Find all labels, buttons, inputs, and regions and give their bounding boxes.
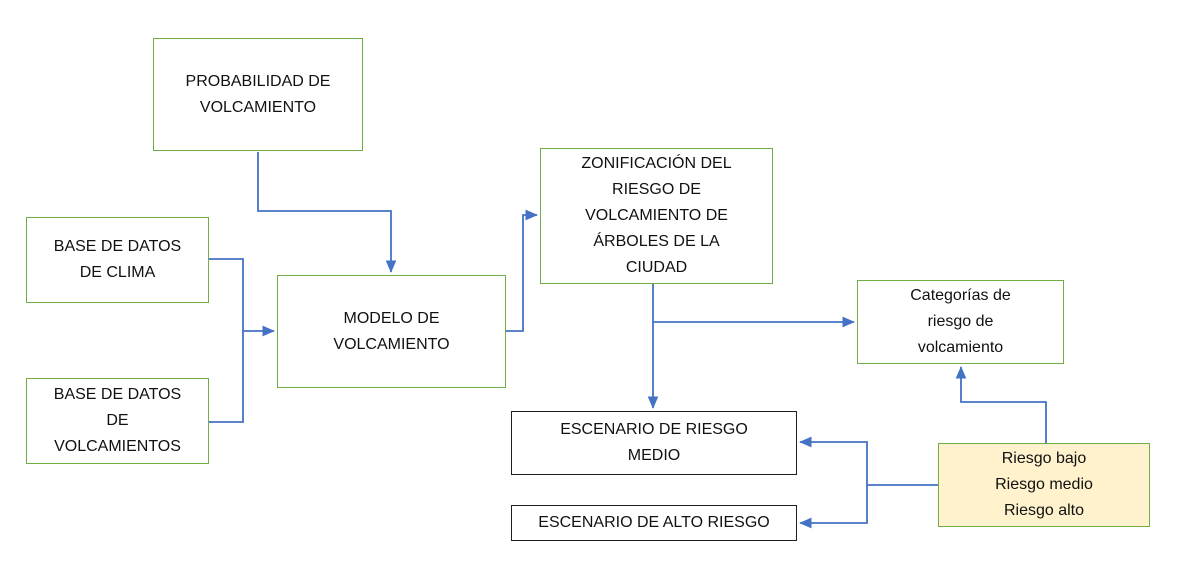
- node-base-de-datos-de-clima: BASE DE DATOS DE CLIMA: [26, 217, 209, 303]
- node-label-line: VOLCAMIENTO: [199, 98, 317, 116]
- node-label-line: CIUDAD: [625, 259, 688, 276]
- node-categorias-de-riesgo: Categorías de riesgo de volcamiento: [857, 280, 1064, 364]
- node-label-line: volcamiento: [917, 339, 1004, 356]
- node-label-line: DE CLIMA: [79, 264, 156, 281]
- node-label-line: BASE DE DATOS: [53, 386, 182, 403]
- node-base-de-datos-de-volcamientos: BASE DE DATOS DE VOLCAMIENTOS: [26, 378, 209, 464]
- node-label-line: ESCENARIO DE ALTO RIESGO: [538, 514, 770, 531]
- node-label-line: ESCENARIO DE RIESGO: [560, 421, 748, 438]
- node-label-line: MEDIO: [627, 447, 681, 464]
- arrow-probabilidad-to-modelo: [257, 152, 397, 273]
- node-label-line: PROBABILIDAD DE: [185, 72, 331, 90]
- node-escenario-riesgo-medio: ESCENARIO DE RIESGO MEDIO: [511, 411, 797, 475]
- node-label-line: VOLCAMIENTO: [333, 335, 450, 353]
- node-label-line: Riesgo medio: [995, 476, 1093, 493]
- node-riesgo-niveles: Riesgo bajo Riesgo medio Riesgo alto: [938, 443, 1150, 527]
- node-label-line: Riesgo alto: [1003, 502, 1085, 519]
- node-escenario-alto-riesgo: ESCENARIO DE ALTO RIESGO: [511, 505, 797, 541]
- arrow-riesgo-niveles-to-escenario-medio: [799, 436, 868, 485]
- arrow-riesgo-niveles-to-escenario-alto: [799, 485, 868, 529]
- node-modelo-de-volcamiento: MODELO DE VOLCAMIENTO: [277, 275, 506, 388]
- node-label-line: ZONIFICACIÓN DEL: [581, 155, 732, 172]
- node-label-line: riesgo de: [927, 313, 994, 330]
- node-label-line: DE: [106, 412, 129, 429]
- node-zonificacion-del-riesgo: ZONIFICACIÓN DEL RIESGO DE VOLCAMIENTO D…: [540, 148, 773, 284]
- node-label-line: VOLCAMIENTO DE: [585, 207, 728, 224]
- node-label-line: Riesgo bajo: [1001, 450, 1087, 467]
- node-label-line: RIESGO DE: [612, 181, 701, 198]
- node-label-line: MODELO DE: [343, 309, 440, 327]
- node-label-line: Categorías de: [910, 287, 1011, 304]
- node-label-line: ÁRBOLES DE LA: [593, 233, 720, 250]
- node-probabilidad-de-volcamiento: PROBABILIDAD DE VOLCAMIENTO: [153, 38, 363, 151]
- line-base-volcamientos-to-junction: [209, 331, 244, 423]
- arrow-riesgo-niveles-to-categorias: [955, 366, 1047, 443]
- node-label-line: VOLCAMIENTOS: [54, 438, 181, 455]
- arrow-modelo-to-zonificacion: [506, 209, 538, 332]
- arrow-base-clima-to-modelo: [209, 258, 275, 337]
- node-label-line: BASE DE DATOS: [53, 238, 182, 255]
